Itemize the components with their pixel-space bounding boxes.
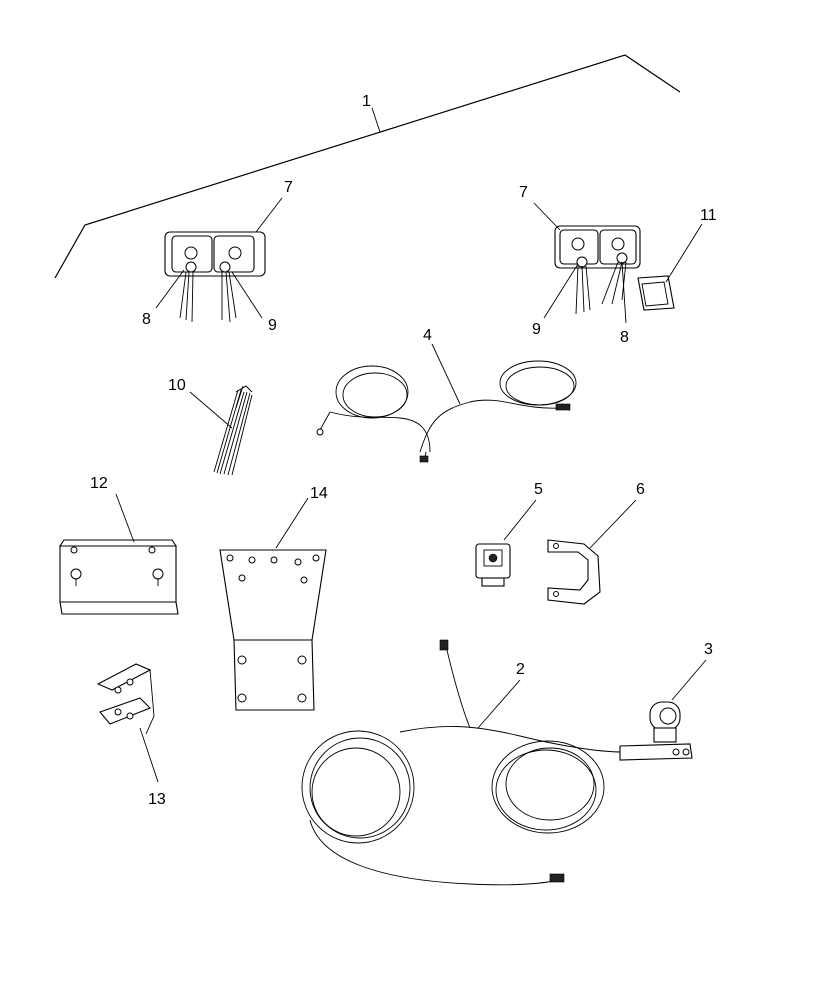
callout-1: 1: [362, 93, 371, 110]
connector-3-part: [649, 701, 681, 743]
callout-7-right: 7: [519, 184, 528, 201]
callout-8-right: 8: [620, 329, 629, 346]
harness-2-part: [301, 639, 693, 886]
bracket-6-part: [547, 539, 601, 605]
light-assembly-left: [164, 231, 266, 323]
callout-9-right: 9: [532, 321, 541, 338]
harness-4-part: [316, 360, 577, 463]
cable-ties-part: [213, 385, 253, 476]
callout-12: 12: [90, 475, 108, 492]
callout-2: 2: [516, 661, 525, 678]
bracket-13-part: [96, 663, 155, 735]
kit-bracket-line: [54, 54, 681, 279]
switch-5-part: [475, 543, 511, 587]
callout-8-left: 8: [142, 311, 151, 328]
callout-10: 10: [168, 377, 186, 394]
bracket-12-part: [58, 539, 179, 615]
callout-9-left: 9: [268, 317, 277, 334]
light-assembly-right: [554, 225, 641, 315]
decal-part: [637, 275, 675, 311]
callout-11: 11: [700, 207, 717, 224]
callout-4: 4: [423, 327, 432, 344]
callout-14: 14: [310, 485, 328, 502]
callout-6: 6: [636, 481, 645, 498]
callout-5: 5: [534, 481, 543, 498]
callout-3: 3: [704, 641, 713, 658]
bracket-14-part: [219, 549, 327, 711]
callout-13: 13: [148, 791, 166, 808]
callout-7-left: 7: [284, 179, 293, 196]
